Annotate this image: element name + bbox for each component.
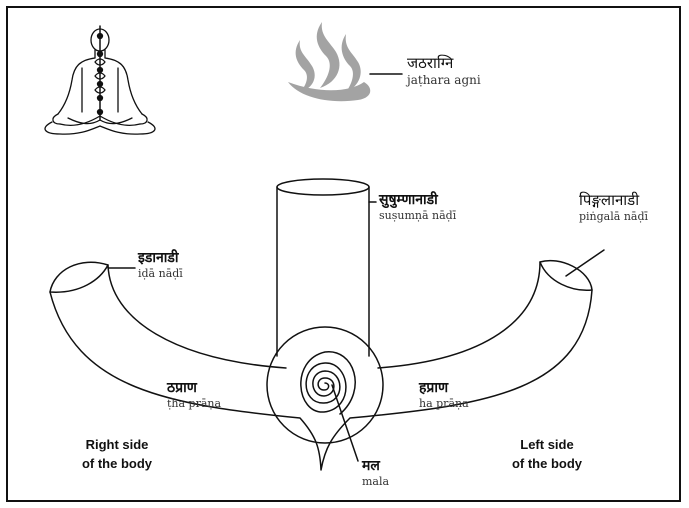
ida-opening (50, 262, 108, 292)
pingala-label: पिङ्गलानाडी piṅgalā nāḍī (579, 193, 648, 222)
left-side-label: Left side of the body (492, 436, 602, 474)
sushumna-top (277, 179, 369, 195)
right-side-label: Right side of the body (62, 436, 172, 474)
ha-prana-label: हप्राण ha prāṇa (419, 381, 469, 409)
tha-prana-devanagari: ठप्राण (167, 381, 221, 395)
jathara-agni-translit: jaṭhara agni (407, 74, 481, 86)
tha-prana-label: ठप्राण ṭha prāṇa (167, 381, 221, 409)
ida-devanagari: इडानाडी (138, 251, 183, 265)
spiral-outer (267, 327, 383, 443)
jathara-agni-label: जठराग्नि jaṭhara agni (407, 56, 481, 86)
ida-translit: iḍā nāḍī (138, 268, 183, 279)
pingala-devanagari: पिङ्गलानाडी (579, 193, 648, 208)
mala-devanagari: मल (362, 459, 389, 473)
left-side-line1: Left side (492, 436, 602, 455)
left-side-line2: of the body (492, 455, 602, 474)
ha-prana-devanagari: हप्राण (419, 381, 469, 395)
meditating-figure-icon (45, 26, 155, 134)
tha-prana-translit: ṭha prāṇa (167, 398, 221, 409)
ha-prana-translit: ha prāṇa (419, 398, 469, 409)
ida-label: इडानाडी iḍā nāḍī (138, 251, 183, 279)
flame-icon (288, 22, 370, 101)
sushumna-devanagari: सुषुम्णानाडी (379, 193, 456, 207)
mala-translit: mala (362, 476, 389, 487)
sushumna-label: सुषुम्णानाडी suṣumṇā nāḍī (379, 193, 456, 221)
right-side-line2: of the body (62, 455, 172, 474)
jathara-agni-devanagari: जठराग्नि (407, 56, 481, 71)
mala-spiral (301, 352, 355, 414)
sushumna-translit: suṣumṇā nāḍī (379, 210, 456, 221)
mala-label: मल mala (362, 459, 389, 487)
pingala-translit: piṅgalā nāḍī (579, 211, 648, 222)
right-side-line1: Right side (62, 436, 172, 455)
